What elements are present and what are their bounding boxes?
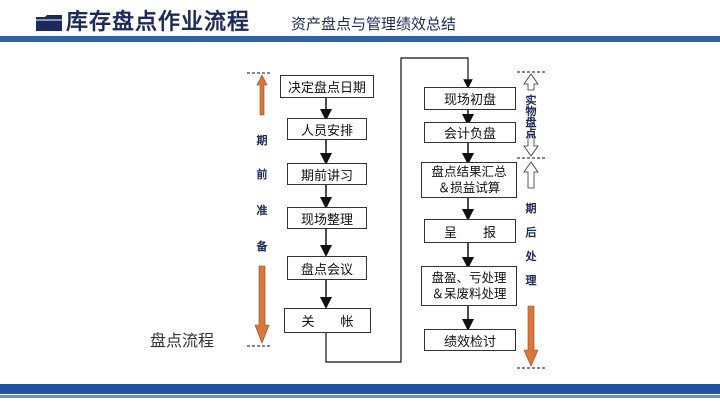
page-title: 库存盘点作业流程	[66, 9, 251, 35]
step-initial-count: 现场初盘	[424, 87, 516, 110]
bottom-bar-thin	[0, 395, 720, 398]
right-phase-indicator-bottom	[517, 161, 545, 369]
step-close-books: 关 帐	[284, 308, 371, 333]
step-site-tidy: 现场整理	[287, 207, 367, 229]
step-meeting: 盘点会议	[287, 256, 367, 280]
step-result-summary: 盘点结果汇总 ＆损益试算	[421, 162, 517, 198]
page-subtitle: 资产盘点与管理绩效总结	[291, 15, 457, 33]
top-divider	[0, 36, 720, 42]
header: 库存盘点作业流程 资产盘点与管理绩效总结	[0, 0, 720, 40]
folder-icon	[36, 15, 62, 31]
step-decide-date: 决定盘点日期	[280, 75, 374, 98]
right-phase-indicator-top	[517, 71, 545, 159]
step-staffing: 人员安排	[287, 118, 367, 140]
step-report: 呈 报	[424, 219, 516, 243]
left-phase-indicator	[247, 72, 272, 347]
step-briefing: 期前讲习	[287, 163, 367, 185]
step-gain-loss: 盘盈、亏处理 ＆呆废料处理	[421, 266, 517, 306]
step-performance-review: 绩效检讨	[424, 329, 516, 351]
bottom-bar	[0, 384, 720, 394]
side-note: 盘点流程	[150, 331, 215, 350]
step-accounting-count: 会计负盘	[424, 122, 516, 143]
